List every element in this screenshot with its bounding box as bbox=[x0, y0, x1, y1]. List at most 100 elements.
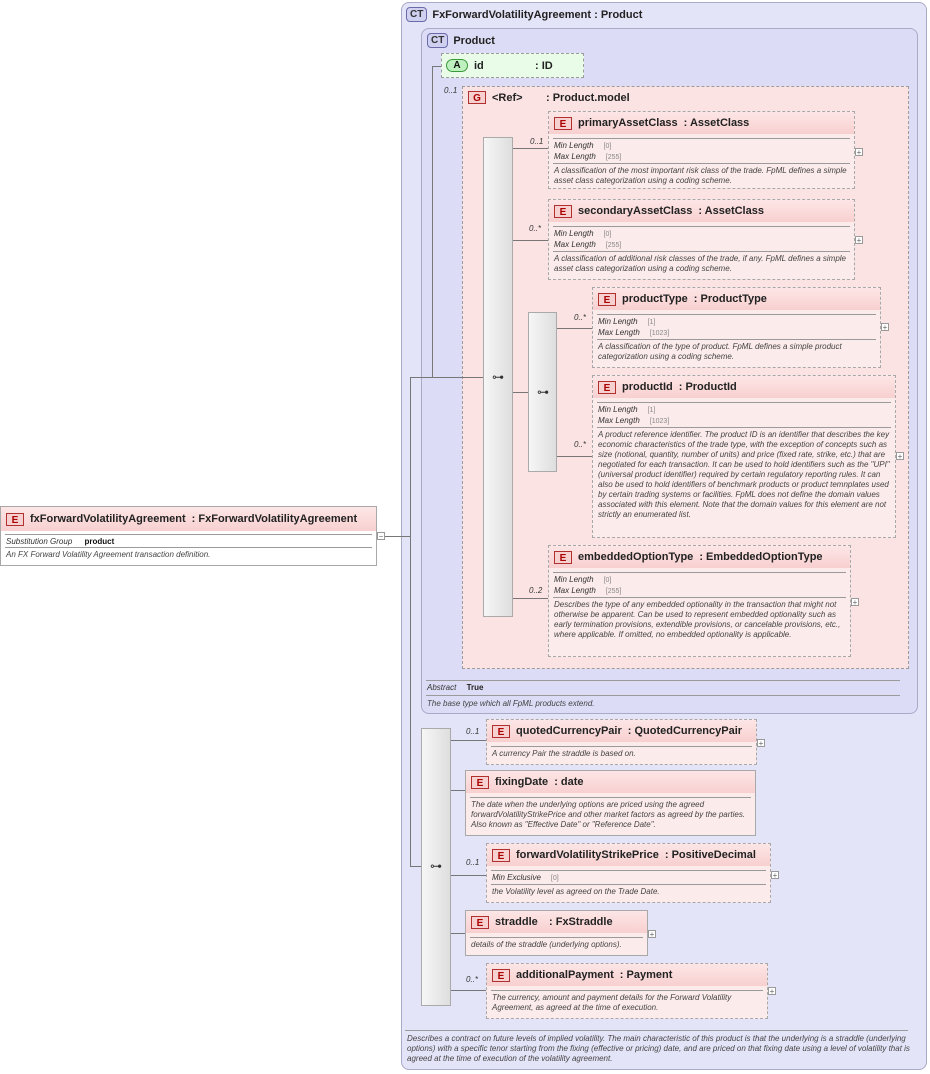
element-primaryassetclass[interactable]: E primaryAssetClass : AssetClass Min Len… bbox=[548, 111, 855, 189]
ct-outer-title: FxForwardVolatilityAgreement : Product bbox=[432, 8, 643, 21]
separator bbox=[405, 1030, 908, 1031]
element-type: : QuotedCurrencyPair bbox=[627, 725, 743, 737]
attribute-name: id bbox=[474, 59, 484, 72]
sequence-icon: ⊶ bbox=[537, 385, 549, 399]
ct-outer-header: CT FxForwardVolatilityAgreement : Produc… bbox=[406, 7, 642, 22]
facet-label: Min Length bbox=[554, 229, 594, 238]
element-straddle[interactable]: E straddle : FxStraddle details of the s… bbox=[465, 910, 648, 956]
abstract-value: True bbox=[466, 683, 484, 692]
plus-icon[interactable]: + bbox=[851, 598, 859, 607]
element-type: : PositiveDecimal bbox=[664, 849, 756, 861]
facet-label: Min Length bbox=[598, 317, 638, 326]
facet-value: [1023] bbox=[649, 330, 670, 337]
plus-icon[interactable]: + bbox=[771, 871, 779, 880]
ct-inner-header: CT Product bbox=[427, 33, 495, 48]
element-secondaryassetclass[interactable]: E secondaryAssetClass : AssetClass Min L… bbox=[548, 199, 855, 280]
element-fixingdate[interactable]: E fixingDate : date The date when the un… bbox=[465, 770, 756, 836]
element-name: productType bbox=[622, 293, 688, 305]
element-type: : EmbeddedOptionType bbox=[699, 551, 823, 563]
element-type: : ProductId bbox=[678, 381, 737, 393]
facet-label: Min Exclusive bbox=[492, 873, 541, 882]
facet-value: [255] bbox=[605, 588, 622, 595]
plus-icon[interactable]: + bbox=[768, 987, 776, 996]
facet-value: [0] bbox=[603, 231, 612, 238]
plus-icon[interactable]: + bbox=[757, 739, 765, 748]
abstract-row: Abstract True bbox=[427, 683, 483, 692]
plus-icon[interactable]: + bbox=[855, 236, 863, 245]
quotedcurrencypair-occurs: 0..1 bbox=[466, 727, 480, 736]
element-icon: E bbox=[554, 550, 572, 564]
facet-label: Max Length bbox=[598, 328, 640, 337]
element-icon: E bbox=[492, 968, 510, 982]
group-name: <Ref> bbox=[492, 91, 523, 104]
element-description: A classification of the type of product.… bbox=[598, 342, 842, 361]
attribute-icon: A bbox=[446, 59, 468, 72]
element-description: An FX Forward Volatility Agreement trans… bbox=[6, 550, 211, 559]
element-type: : AssetClass bbox=[683, 117, 750, 129]
plus-icon[interactable]: + bbox=[648, 930, 656, 939]
element-quotedcurrencypair[interactable]: E quotedCurrencyPair : QuotedCurrencyPai… bbox=[486, 719, 757, 765]
element-icon: E bbox=[598, 380, 616, 394]
facet-value: [0] bbox=[550, 875, 559, 882]
group-occurs: 0..1 bbox=[444, 86, 458, 95]
element-icon: E bbox=[6, 512, 24, 526]
element-fxforwardvolatilityagreement[interactable]: E fxForwardVolatilityAgreement : FxForwa… bbox=[0, 506, 377, 566]
complex-type-icon: CT bbox=[427, 33, 449, 48]
facet-label: Max Length bbox=[598, 416, 640, 425]
substitution-value: product bbox=[84, 537, 115, 546]
facet-label: Min Length bbox=[598, 405, 638, 414]
element-name: forwardVolatilityStrikePrice bbox=[516, 849, 659, 861]
facet-label: Min Length bbox=[554, 575, 594, 584]
plus-icon[interactable]: + bbox=[881, 323, 889, 332]
element-description: The currency, amount and payment details… bbox=[492, 993, 732, 1012]
element-description: Describes the type of any embedded optio… bbox=[554, 600, 841, 639]
ct-inner-footer bbox=[426, 680, 900, 681]
element-name: embeddedOptionType bbox=[578, 551, 694, 563]
sequence-icon: ⊶ bbox=[430, 859, 442, 873]
secondaryassetclass-occurs: 0..* bbox=[529, 224, 542, 233]
element-name: quotedCurrencyPair bbox=[516, 725, 622, 737]
ct-inner-description: The base type which all FpML products ex… bbox=[427, 699, 595, 708]
forwardvolatilitystrikeprice-occurs: 0..1 bbox=[466, 858, 480, 867]
group-header[interactable]: G <Ref> : Product.model bbox=[468, 91, 630, 104]
facet-label: Max Length bbox=[554, 240, 596, 249]
element-icon: E bbox=[554, 116, 572, 130]
element-description: A classification of the most important r… bbox=[554, 166, 847, 185]
element-forwardvolatilitystrikeprice[interactable]: E forwardVolatilityStrikePrice : Positiv… bbox=[486, 843, 771, 903]
element-additionalpayment[interactable]: E additionalPayment : Payment The curren… bbox=[486, 963, 768, 1019]
producttype-occurs: 0..* bbox=[574, 313, 587, 322]
attribute-type: : ID bbox=[535, 59, 553, 72]
facet-label: Max Length bbox=[554, 586, 596, 595]
element-description: A currency Pair the straddle is based on… bbox=[492, 749, 636, 758]
element-embeddedoptiontype[interactable]: E embeddedOptionType : EmbeddedOptionTyp… bbox=[548, 545, 851, 657]
element-productid[interactable]: E productId : ProductId Min Length[1] Ma… bbox=[592, 375, 896, 538]
element-name: additionalPayment bbox=[516, 969, 614, 981]
facet-value: [1] bbox=[647, 319, 656, 326]
collapse-icon[interactable]: − bbox=[377, 532, 385, 541]
element-type: : AssetClass bbox=[698, 205, 764, 217]
element-description: the Volatility level as agreed on the Tr… bbox=[492, 887, 660, 896]
fxforwardvolatility-sequence bbox=[421, 728, 451, 1006]
abstract-label: Abstract bbox=[427, 683, 457, 692]
element-icon: E bbox=[471, 915, 489, 929]
element-type: : FxStraddle bbox=[549, 916, 613, 928]
productid-occurs: 0..* bbox=[574, 440, 587, 449]
embeddedoptiontype-occurs: 0..2 bbox=[529, 586, 543, 595]
plus-icon[interactable]: + bbox=[855, 148, 863, 157]
facet-value: [255] bbox=[605, 154, 622, 161]
ct-outer-description: Describes a contract on future levels of… bbox=[407, 1034, 910, 1063]
plus-icon[interactable]: + bbox=[896, 452, 904, 461]
facet-value: [1] bbox=[647, 407, 656, 414]
attribute-id[interactable]: A id : ID bbox=[441, 53, 584, 78]
element-name: straddle bbox=[495, 916, 538, 928]
facet-label: Max Length bbox=[554, 152, 596, 161]
substitution-label: Substitution Group bbox=[6, 537, 73, 546]
facet-label: Min Length bbox=[554, 141, 594, 150]
element-type: : FxForwardVolatilityAgreement bbox=[191, 513, 358, 525]
product-model-sequence bbox=[483, 137, 513, 617]
complex-type-icon: CT bbox=[406, 7, 428, 22]
additionalpayment-occurs: 0..* bbox=[466, 975, 479, 984]
element-producttype[interactable]: E productType : ProductType Min Length[1… bbox=[592, 287, 881, 368]
element-description: A classification of additional risk clas… bbox=[554, 254, 846, 273]
facet-value: [0] bbox=[603, 143, 612, 150]
